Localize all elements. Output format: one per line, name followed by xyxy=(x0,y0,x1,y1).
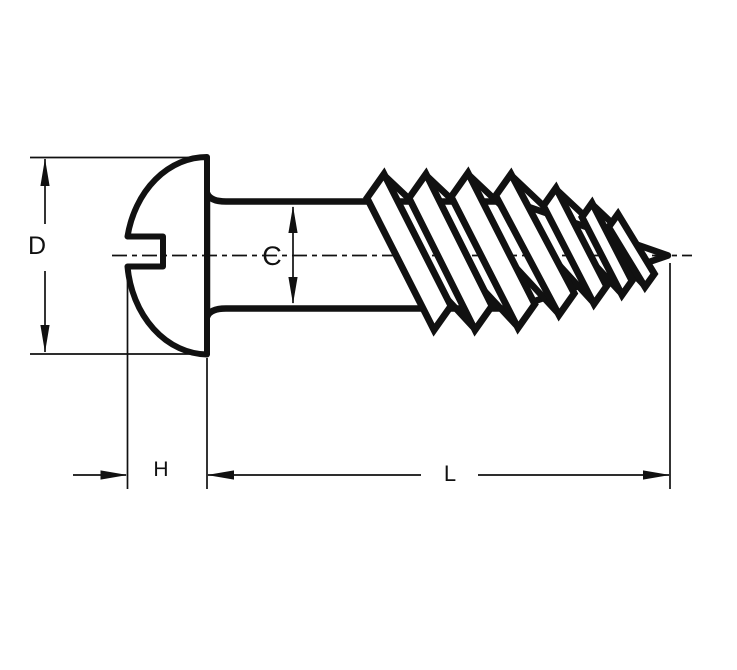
arrowhead-right-icon xyxy=(643,470,670,480)
arrowhead-down-icon xyxy=(288,277,298,304)
arrowhead-up-icon xyxy=(288,206,298,233)
thread-blade xyxy=(405,167,496,337)
dimension-L xyxy=(208,263,671,489)
dim-label-H: H xyxy=(153,458,168,481)
arrowhead-left-icon xyxy=(207,470,234,480)
screw-head xyxy=(124,154,210,358)
dimension-L-arrows xyxy=(207,470,670,480)
dim-label-D: D xyxy=(28,232,46,260)
thread-blade xyxy=(578,196,636,302)
dimension-H-arrows xyxy=(100,470,128,480)
dim-label-C: C xyxy=(262,241,282,271)
thread-blade xyxy=(539,181,611,311)
thread-blade xyxy=(363,167,455,337)
thread-blade xyxy=(604,207,659,294)
thread-blades xyxy=(363,166,659,337)
thread-blade xyxy=(447,166,539,335)
dimension-C-arrows xyxy=(288,206,298,304)
dim-label-L: L xyxy=(444,461,456,486)
arrowhead-right-icon xyxy=(100,470,128,480)
arrowhead-down-icon xyxy=(40,325,50,353)
dimension-D-arrows xyxy=(40,158,50,353)
thread-blade xyxy=(491,167,579,322)
arrowhead-up-icon xyxy=(40,158,50,186)
